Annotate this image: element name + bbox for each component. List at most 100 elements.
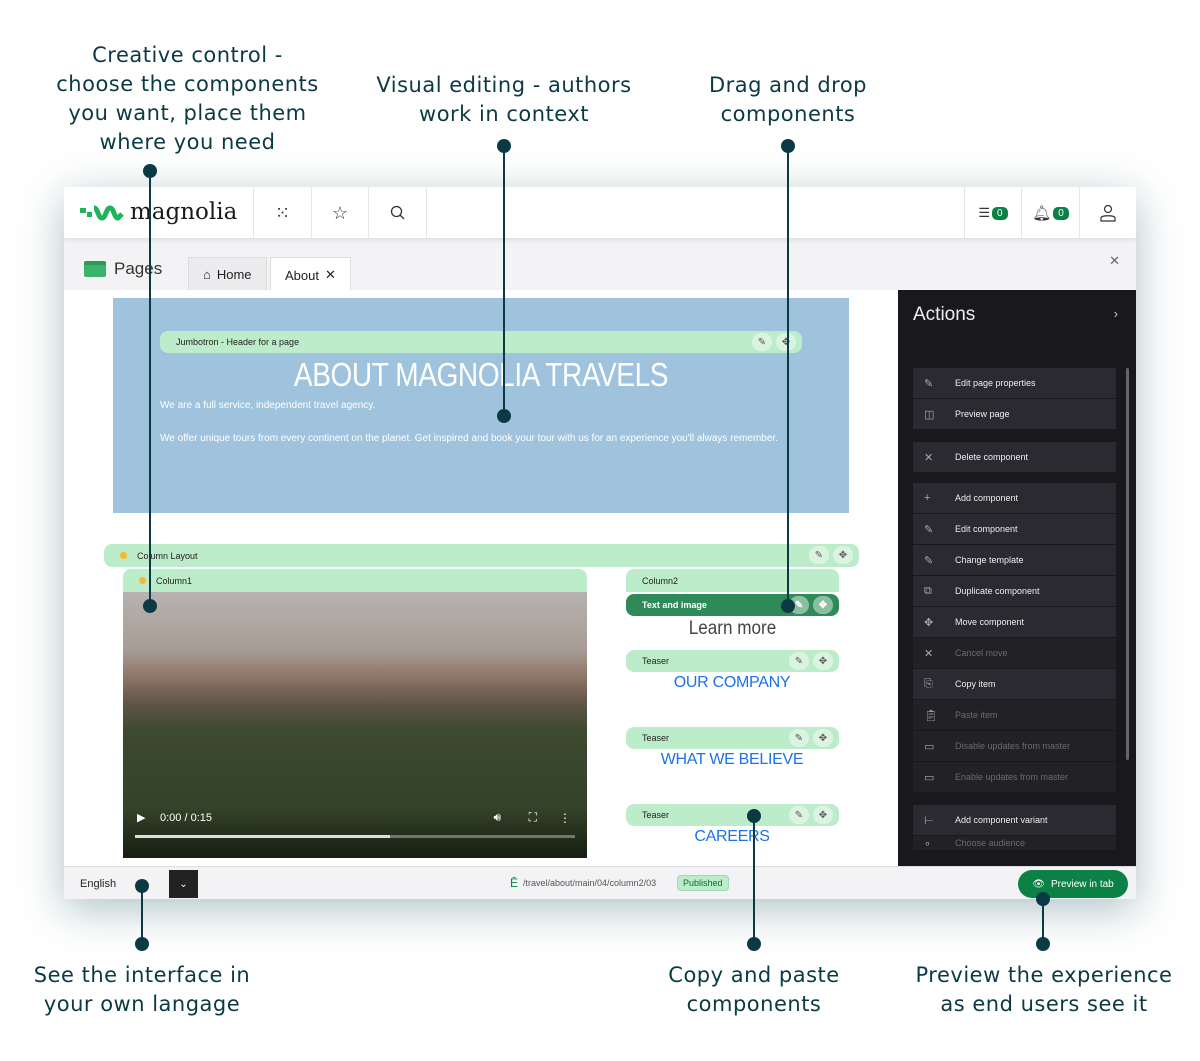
move-icon[interactable]: ✥: [813, 806, 833, 824]
edit-pencil-icon[interactable]: ✎: [752, 333, 772, 351]
close-tab-icon[interactable]: ✕: [324, 267, 336, 282]
tab-home[interactable]: ⌂Home: [188, 257, 267, 291]
link-icon: ▭: [924, 771, 935, 784]
edit-pencil-icon[interactable]: ✎: [789, 806, 809, 824]
action-enable-updates-from-master[interactable]: ▭ Enable updates from master: [913, 762, 1116, 792]
component-label: Teaser: [642, 810, 670, 820]
action-disable-updates-from-master[interactable]: ▭Disable updates from master: [913, 731, 1116, 761]
plus-icon: +: [924, 492, 931, 504]
callout-drag-drop: Drag and drop components: [708, 73, 868, 126]
action-label: Add component: [955, 493, 1019, 503]
action-paste-item[interactable]: 📋︎Paste item: [913, 700, 1116, 730]
teaser-link-our-company[interactable]: OUR COMPANY: [673, 674, 791, 691]
component-label: Column2: [642, 575, 679, 586]
teaser-link-careers[interactable]: CAREERS: [694, 828, 770, 845]
move-icon[interactable]: ✥: [813, 652, 833, 670]
status-dot-icon: [139, 577, 146, 584]
language-dropdown-button[interactable]: ⌄: [169, 870, 198, 898]
jumbotron-component-bar[interactable]: Jumbotron - Header for a page ✎✥: [160, 331, 802, 353]
volume-icon[interactable]: 🔊︎: [493, 810, 501, 824]
page-heading: ABOUT MAGNOLIA TRAVELS: [293, 356, 669, 393]
action-label: Move component: [955, 617, 1025, 627]
move-icon[interactable]: ✥: [776, 333, 796, 351]
teaser-link-what-we-believe[interactable]: WHAT WE BELIEVE: [660, 751, 804, 768]
component-path-icon: Ē: [510, 876, 519, 890]
action-edit-page-properties[interactable]: ✎Edit page properties: [913, 368, 1116, 398]
callout-line: [141, 886, 143, 944]
component-label: Jumbotron - Header for a page: [176, 337, 300, 347]
edit-pencil-icon[interactable]: ✎: [809, 546, 829, 564]
callout-visual-editing: Visual editing - authors work in context: [376, 73, 632, 126]
action-add-component-variant[interactable]: ⊢Add component variant: [913, 805, 1116, 835]
text-and-image-bar[interactable]: Text and image✎✥: [626, 594, 839, 616]
tasks-button[interactable]: ☰0: [964, 187, 1021, 239]
star-icon: ☆: [331, 202, 349, 223]
fullscreen-icon[interactable]: ⛶: [528, 810, 537, 824]
callout-line: [503, 146, 505, 416]
callout-dot: [1036, 892, 1050, 906]
app-header: Pages ⌂Home About✕ ✕: [64, 239, 1136, 292]
logo-text: magnolia: [130, 199, 238, 225]
callout-dot: [781, 599, 795, 613]
close-app-icon[interactable]: ✕: [1109, 253, 1120, 268]
language-label: English: [80, 878, 117, 890]
callout-dot: [747, 937, 761, 951]
component-label: Column1: [156, 575, 193, 586]
action-label: Choose audience: [955, 838, 1026, 848]
action-duplicate-component[interactable]: ⧉Duplicate component: [913, 576, 1116, 606]
notifications-button[interactable]: 🔔︎0: [1021, 187, 1079, 239]
video-progress-track[interactable]: [135, 835, 575, 838]
component-label: Column Layout: [137, 550, 198, 561]
action-change-template[interactable]: ✎Change template: [913, 545, 1116, 575]
action-delete-component[interactable]: ✕Delete component: [913, 442, 1116, 472]
action-copy-item[interactable]: ⎘Copy item: [913, 669, 1116, 699]
column1-bar[interactable]: Column1: [123, 569, 587, 592]
move-icon[interactable]: ✥: [813, 596, 833, 614]
more-options-icon[interactable]: ⋮: [559, 811, 571, 825]
close-icon: ✕: [924, 451, 934, 464]
user-menu-button[interactable]: [1079, 187, 1136, 239]
column2-bar[interactable]: Column2: [626, 569, 839, 592]
callout-copy-paste: Copy and paste components: [668, 963, 840, 1016]
edit-pencil-icon[interactable]: ✎: [789, 652, 809, 670]
learn-more-heading: Learn more: [688, 618, 777, 639]
search-button[interactable]: [368, 187, 427, 239]
tab-about[interactable]: About✕: [270, 257, 351, 292]
action-label: Preview page: [955, 409, 1010, 419]
action-preview-page[interactable]: ◫ Preview page: [913, 399, 1116, 429]
preview-in-tab-button[interactable]: 👁︎Preview in tab: [1018, 870, 1128, 898]
action-label: Cancel move: [955, 648, 1008, 658]
favorites-button[interactable]: ☆: [311, 187, 368, 239]
logo[interactable]: magnolia: [80, 199, 237, 225]
component-label: Text and image: [642, 600, 707, 610]
teaser-bar[interactable]: Teaser ✎✥: [626, 727, 839, 749]
component-label: Teaser: [642, 733, 670, 743]
action-choose-audience[interactable]: ∘Choose audience: [913, 836, 1116, 850]
teaser-bar[interactable]: Teaser ✎✥: [626, 804, 839, 826]
video-time: 0:00 / 0:15: [160, 812, 212, 824]
callout-dot: [135, 879, 149, 893]
jumbotron[interactable]: Jumbotron - Header for a page ✎✥ ABOUT MA…: [113, 298, 849, 513]
video-player[interactable]: ▶ 0:00 / 0:15 🔊︎ ⛶ ⋮: [123, 592, 587, 858]
action-label: Enable updates from master: [955, 772, 1069, 782]
preview-button-label: Preview in tab: [1050, 878, 1114, 890]
preview-icon: ◫: [924, 408, 935, 421]
tasks-icon: ☰: [978, 205, 991, 220]
move-icon[interactable]: ✥: [833, 546, 853, 564]
teaser-bar[interactable]: Teaser✎✥: [626, 650, 839, 672]
action-cancel-move[interactable]: ✕Cancel move: [913, 638, 1116, 668]
column-layout-bar[interactable]: Column Layout ✎✥: [104, 544, 859, 567]
app-launcher-button[interactable]: ⁙: [253, 187, 311, 239]
play-icon[interactable]: ▶: [137, 812, 146, 824]
component-path: /travel/about/main/04/column2/03: [523, 878, 657, 888]
app-window: magnolia ⁙ ☆ ☰0 🔔︎0 Pages ⌂Home About✕ ✕…: [64, 187, 1136, 899]
action-add-component[interactable]: + Add component: [913, 483, 1116, 513]
action-move-component[interactable]: ✥Move component: [913, 607, 1116, 637]
actions-scrollbar[interactable]: [1126, 368, 1129, 760]
action-edit-component[interactable]: ✎Edit component: [913, 514, 1116, 544]
collapse-chevron-icon[interactable]: ›: [1113, 306, 1118, 321]
edit-pencil-icon[interactable]: ✎: [789, 729, 809, 747]
action-label: Disable updates from master: [955, 741, 1071, 751]
callout-dot: [497, 139, 511, 153]
move-icon[interactable]: ✥: [813, 729, 833, 747]
